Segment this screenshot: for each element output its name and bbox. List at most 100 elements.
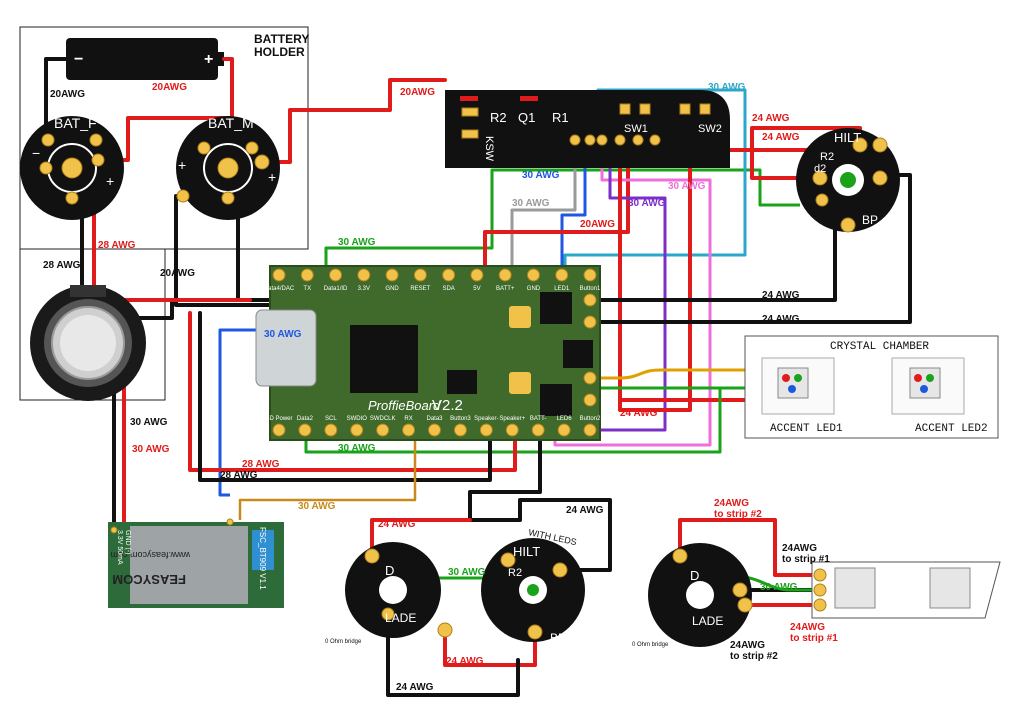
wire-bat-pos bbox=[116, 57, 234, 162]
proffie-pin-pad bbox=[479, 423, 493, 437]
proffie-pin-label: GND bbox=[385, 286, 399, 292]
label-24awg-red-mid: 24 AWG bbox=[620, 408, 658, 419]
proffie-pin-label: BATT+ bbox=[496, 286, 515, 292]
lade-bridge: 0 Ohm bridge bbox=[325, 639, 362, 645]
proffie-pin-pad bbox=[470, 268, 484, 282]
label-24awg-lade-bottom2: 24 AWG bbox=[396, 682, 434, 693]
proffie-pin-label: Data3 bbox=[426, 416, 443, 422]
label-24awg-lade-black: 24 AWG bbox=[566, 505, 604, 516]
lade-d: D bbox=[385, 563, 394, 578]
label-30awg-orange: 30 AWG bbox=[298, 501, 336, 512]
proffie-pin-label: Data1/ID bbox=[324, 286, 348, 292]
proffie-pin-label: GND bbox=[527, 286, 541, 292]
hilt-title: HILT bbox=[834, 130, 861, 145]
proffie-pin-pad bbox=[272, 268, 286, 282]
label-24awg-hilt2: 24 AWG bbox=[762, 132, 800, 143]
label-24awg-strip2-top: 24AWG bbox=[714, 498, 749, 509]
crystal-chamber: CRYSTAL CHAMBER ACCENT LED1 ACCENT LED2 bbox=[744, 335, 999, 439]
label-30awg-grey: 30 AWG bbox=[512, 198, 550, 209]
label-24awg-led1: 24 AWG bbox=[762, 290, 800, 301]
bt-brand: FEASYCOM bbox=[112, 572, 186, 587]
proffie-pin-pad bbox=[376, 423, 390, 437]
proffie-name: ProffieBoard bbox=[368, 398, 441, 413]
proffie-pin-pad bbox=[300, 268, 314, 282]
svg-text:+: + bbox=[204, 51, 213, 68]
proffie-pin-label: Data2 bbox=[297, 416, 314, 422]
lade-label: LADE bbox=[385, 611, 416, 625]
switch-sw2: SW2 bbox=[698, 123, 722, 135]
proffie-pin-label: Button3 bbox=[450, 416, 471, 422]
proffie-pin-pad bbox=[402, 423, 416, 437]
proffie-pin-label: TX bbox=[303, 286, 311, 292]
lade-strip-bridge: 0 Ohm bridge bbox=[632, 642, 669, 648]
proffie-pin-label: SWDIO bbox=[347, 416, 368, 422]
label-30awg-red-left: 30 AWG bbox=[132, 444, 170, 455]
switch-r2: R2 bbox=[490, 110, 507, 125]
proffie-pin-label: LED6 bbox=[557, 416, 573, 422]
battery-holder: BATTERY HOLDER − + bbox=[19, 26, 309, 401]
proffie-pin-pad bbox=[324, 423, 338, 437]
proffie-pin-label: SCL bbox=[325, 416, 337, 422]
label-30awg-blk-left: 30 AWG bbox=[130, 417, 168, 428]
lade-strip-board: D LADE 0 Ohm bridge bbox=[632, 543, 1001, 648]
proffie-pin-label: 5V bbox=[473, 286, 480, 292]
hilt-led-bp: BP bbox=[550, 631, 566, 645]
switch-sw1: SW1 bbox=[624, 123, 648, 135]
label-30awg-cyan: 30 AWG bbox=[708, 82, 746, 93]
svg-text:−: − bbox=[74, 51, 83, 68]
proffie-pin-label: Speaker+ bbox=[499, 416, 525, 422]
bat-f-board: BAT_F − + bbox=[20, 115, 124, 220]
proffie-pin-label: Speaker- bbox=[474, 416, 498, 422]
label-24awg-lade-bottom: 24 AWG bbox=[446, 656, 484, 667]
proffie-pin-pad bbox=[357, 268, 371, 282]
svg-text:−: − bbox=[32, 145, 40, 161]
proffie-pin-pad bbox=[442, 268, 456, 282]
bt-url: www.feasycom.com bbox=[110, 550, 191, 560]
proffie-pin-pad bbox=[453, 423, 467, 437]
proffie-pin-label: Button2 bbox=[580, 416, 601, 422]
proffie-pin-label: 3.3V bbox=[358, 286, 370, 292]
svg-text:+: + bbox=[178, 157, 186, 173]
accent-led1: ACCENT LED1 bbox=[770, 423, 843, 435]
svg-text:D: D bbox=[690, 568, 699, 583]
label-24awg-strip2-bot-b: to strip #2 bbox=[730, 651, 778, 662]
hilt-bp: BP bbox=[862, 213, 878, 227]
proffie-pin-pad bbox=[428, 423, 441, 437]
label-30awg-data1: 30 AWG bbox=[338, 237, 376, 248]
label-20awg-red: 20AWG bbox=[580, 219, 615, 230]
label-24awg-strip1-red: 24AWG bbox=[790, 622, 825, 633]
proffie-pin-pad bbox=[272, 423, 286, 437]
label-20awg-bat: 20AWG bbox=[50, 89, 85, 100]
label-24awg-strip1: 24AWG bbox=[782, 543, 817, 554]
proffie-pin-pad bbox=[498, 268, 512, 282]
proffie-pin-label: SDA bbox=[442, 286, 454, 292]
bat-m-board: BAT_M + + bbox=[176, 115, 280, 220]
label-28awg-spk: 28 AWG bbox=[98, 240, 136, 251]
proffie-pin-label: RX bbox=[404, 416, 412, 422]
proffie-pin-pad bbox=[555, 268, 569, 282]
label-30awg-blue-top: 30 AWG bbox=[522, 170, 560, 181]
proffie-pin-pad bbox=[298, 423, 312, 437]
svg-text:LADE: LADE bbox=[692, 614, 723, 628]
proffie-pin-label: SWDCLK bbox=[370, 416, 396, 422]
proffie-pin-pad bbox=[531, 423, 545, 437]
label-30awg-purple: 30 AWG bbox=[628, 198, 666, 209]
label-30awg-green-bottom: 30 AWG bbox=[338, 443, 376, 454]
battery-holder-title-2: HOLDER bbox=[254, 45, 305, 59]
label-20awg-left: 20AWG bbox=[160, 268, 195, 279]
hilt-led-board: HILT R2 BP WITH LEDS bbox=[481, 527, 585, 645]
proffie-pin-label: Button1 bbox=[580, 286, 601, 292]
proffie-pin-label: Data4/DAC bbox=[264, 286, 295, 292]
proffie-pin-pad bbox=[583, 423, 597, 437]
label-28awg-red-bot: 28 AWG bbox=[242, 459, 280, 470]
label-24awg-strip2-bot: 24AWG bbox=[730, 640, 765, 651]
proffie-pin-pad bbox=[583, 268, 597, 282]
proffie-pin-pad bbox=[413, 268, 427, 282]
switch-r1: R1 bbox=[552, 110, 569, 125]
proffie-pin-pad bbox=[350, 423, 364, 437]
hilt-led-title: HILT bbox=[513, 544, 540, 559]
battery-holder-title-1: BATTERY bbox=[254, 32, 309, 46]
lade-board: D LADE 0 Ohm bridge bbox=[325, 542, 453, 645]
label-28awg-spk2: 28 AWG bbox=[43, 260, 81, 271]
